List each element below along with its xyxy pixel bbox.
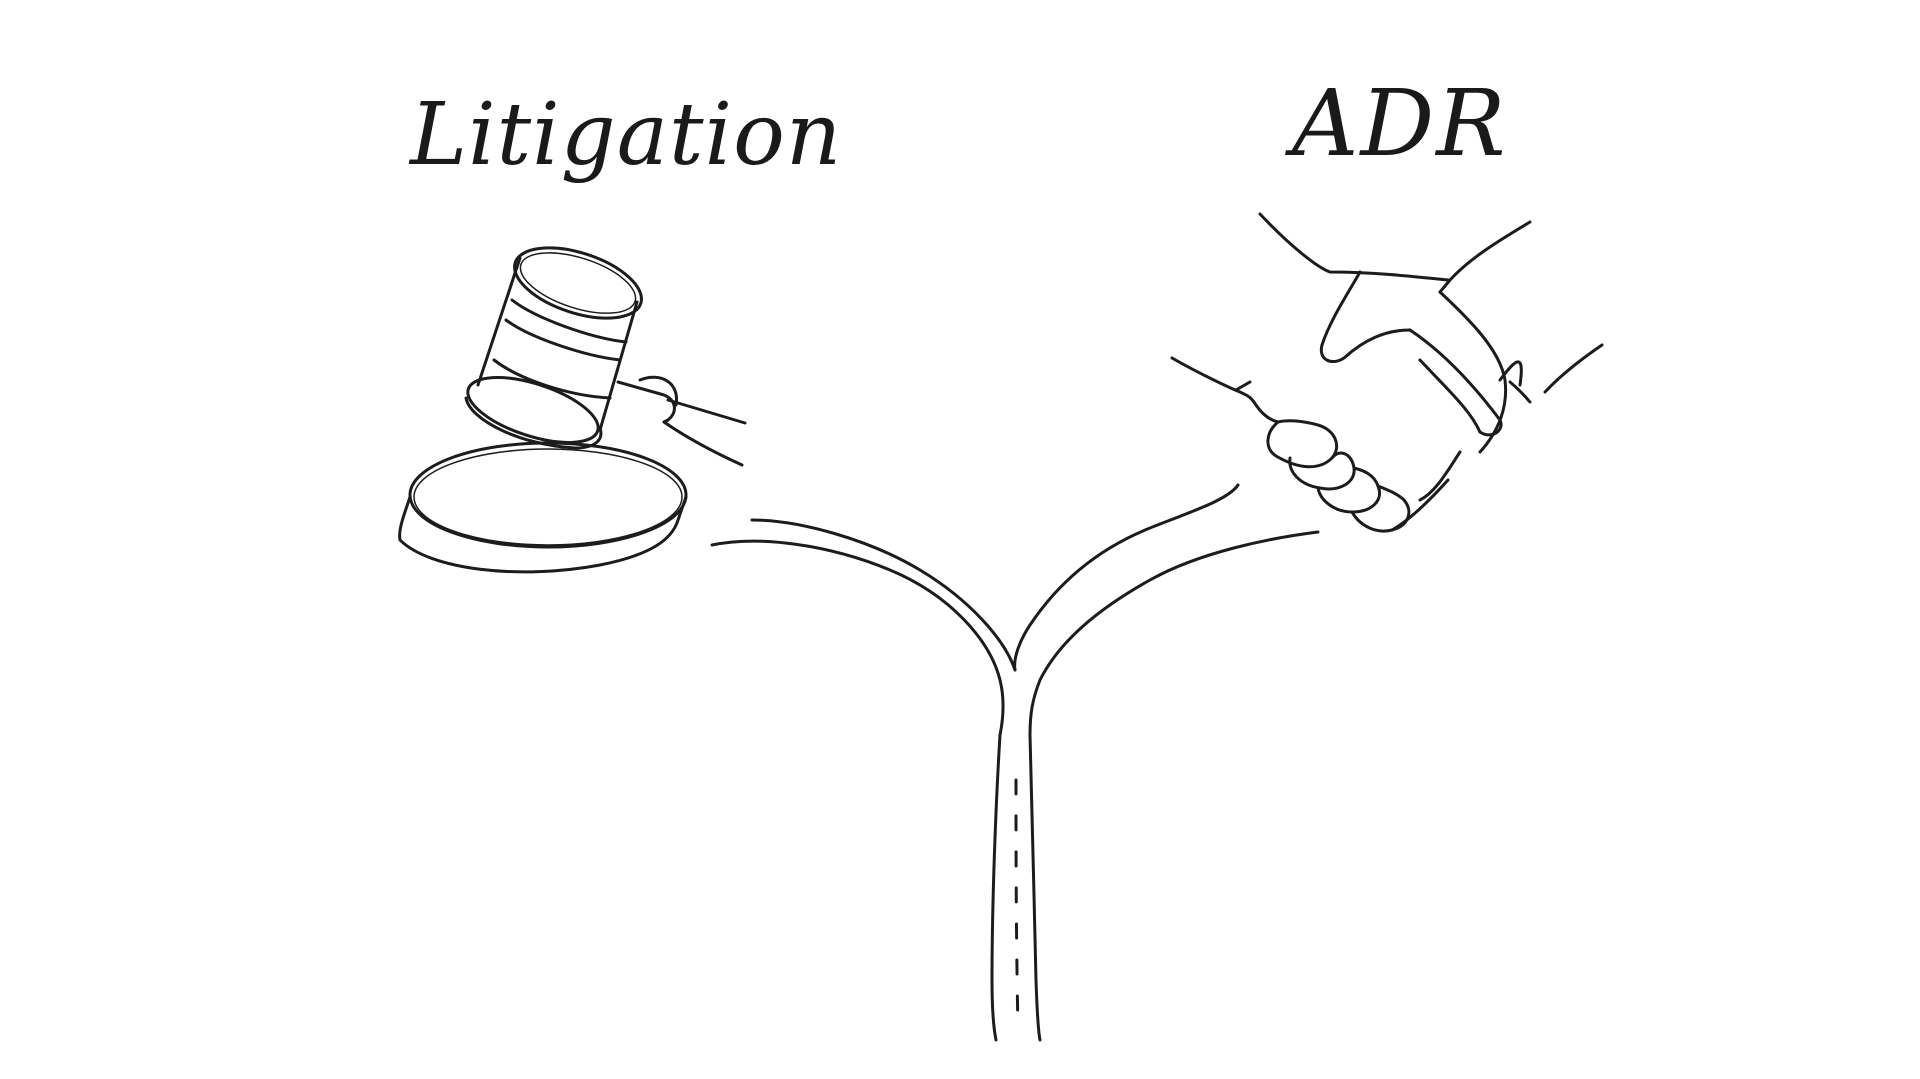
- adr-label: ADR: [1292, 70, 1508, 177]
- bottom-hand-finger-2: [1288, 451, 1356, 491]
- sound-block-top-inner: [413, 448, 683, 546]
- top-hand-wrist: [1498, 360, 1523, 387]
- top-hand-finger-1: [1408, 328, 1503, 437]
- gavel-handle-collar: [616, 380, 676, 424]
- gavel-head-side-left: [476, 256, 522, 387]
- gavel-handle-top: [666, 398, 747, 425]
- bottom-hand-crease: [1418, 450, 1462, 502]
- gavel-head-bottom: [464, 396, 603, 450]
- road-trunk-right-edge: [1028, 733, 1042, 1042]
- road-center-line: [1014, 778, 1020, 1032]
- sound-block-side: [398, 495, 688, 574]
- road-right-branch-inner: [1013, 483, 1240, 672]
- bottom-hand-finger-1: [1266, 419, 1338, 469]
- sleeve-right-cuff: [1508, 380, 1532, 404]
- gavel-head-bottom-ring: [466, 376, 600, 444]
- road-left-branch-inner: [750, 518, 1017, 672]
- gavel-icon: [398, 246, 747, 574]
- gavel-band-2: [504, 318, 622, 362]
- fork-road-icon: [710, 483, 1320, 1042]
- road-right-branch-outer: [1028, 530, 1320, 737]
- handshake-icon: [1170, 212, 1604, 533]
- sleeve-upper-left: [1258, 212, 1450, 282]
- bottom-hand-finger-3: [1316, 466, 1381, 514]
- sleeve-left: [1170, 356, 1280, 424]
- road-left-branch-outer: [710, 539, 1005, 737]
- litigation-label: Litigation: [410, 85, 843, 185]
- road-trunk-left-edge: [990, 733, 1002, 1042]
- sleeve-upper-right: [1438, 220, 1532, 294]
- gavel-head-side-right: [598, 300, 639, 432]
- gavel-band-1: [510, 298, 628, 344]
- gavel-head-top: [513, 246, 643, 320]
- gavel-handle-bottom: [662, 420, 744, 467]
- sleeve-left-cuff: [1234, 380, 1252, 392]
- bottom-hand-knuckle: [1390, 478, 1450, 532]
- top-hand-thumb: [1319, 270, 1412, 363]
- top-hand-palm: [1438, 290, 1508, 454]
- gavel-head-top-inner: [519, 252, 637, 314]
- top-hand-finger-2: [1418, 358, 1482, 434]
- sound-block-top: [408, 441, 688, 549]
- sleeve-right: [1543, 343, 1604, 394]
- gavel-handle-knob: [638, 375, 678, 407]
